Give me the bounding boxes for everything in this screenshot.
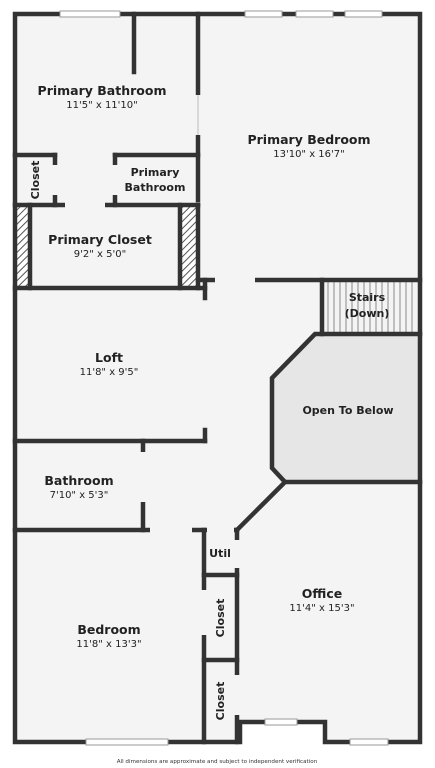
disclaimer: All dimensions are approximate and subje… bbox=[117, 759, 318, 765]
open-to-below-name: Open To Below bbox=[302, 404, 393, 417]
bedroom-dims: 11'8" x 13'3" bbox=[76, 639, 141, 650]
util-name: Util bbox=[209, 547, 231, 560]
primary-closet-dims: 9'2" x 5'0" bbox=[74, 249, 126, 260]
window bbox=[244, 10, 283, 18]
primary-bathroom-small-line2: Bathroom bbox=[125, 181, 186, 194]
loft-dims: 11'8" x 9'5" bbox=[80, 367, 139, 378]
primary-bathroom-small-line1: Primary bbox=[131, 166, 180, 179]
stairs-line2: (Down) bbox=[345, 307, 390, 320]
windows bbox=[59, 10, 389, 746]
closet-bottom-name: Closet bbox=[214, 682, 227, 721]
window bbox=[59, 10, 121, 18]
bathroom-dims: 7'10" x 5'3" bbox=[50, 490, 109, 501]
door-openings bbox=[51, 95, 255, 715]
primary-closet-name: Primary Closet bbox=[48, 232, 152, 247]
loft-name: Loft bbox=[95, 350, 123, 365]
primary-bathroom-dims: 11'5" x 11'10" bbox=[66, 100, 138, 111]
primary-bedroom-name: Primary Bedroom bbox=[247, 132, 370, 147]
stairs-line1: Stairs bbox=[349, 291, 386, 304]
open-to-below-area bbox=[272, 334, 420, 482]
window bbox=[344, 10, 383, 18]
primary-bedroom-dims: 13'10" x 16'7" bbox=[273, 149, 345, 160]
bedroom-name: Bedroom bbox=[77, 622, 140, 637]
stairs-treads bbox=[327, 282, 413, 332]
hatch-left bbox=[16, 207, 29, 287]
window bbox=[264, 718, 298, 726]
window bbox=[295, 10, 334, 18]
window bbox=[349, 738, 389, 746]
closet-mid-name: Closet bbox=[214, 599, 227, 638]
closet-top-name: Closet bbox=[29, 161, 42, 200]
window bbox=[85, 738, 169, 746]
bathroom-name: Bathroom bbox=[44, 473, 113, 488]
office-dims: 11'4" x 15'3" bbox=[289, 603, 354, 614]
office-name: Office bbox=[302, 586, 342, 601]
hatch-right bbox=[181, 207, 197, 287]
primary-bathroom-name: Primary Bathroom bbox=[38, 83, 167, 98]
